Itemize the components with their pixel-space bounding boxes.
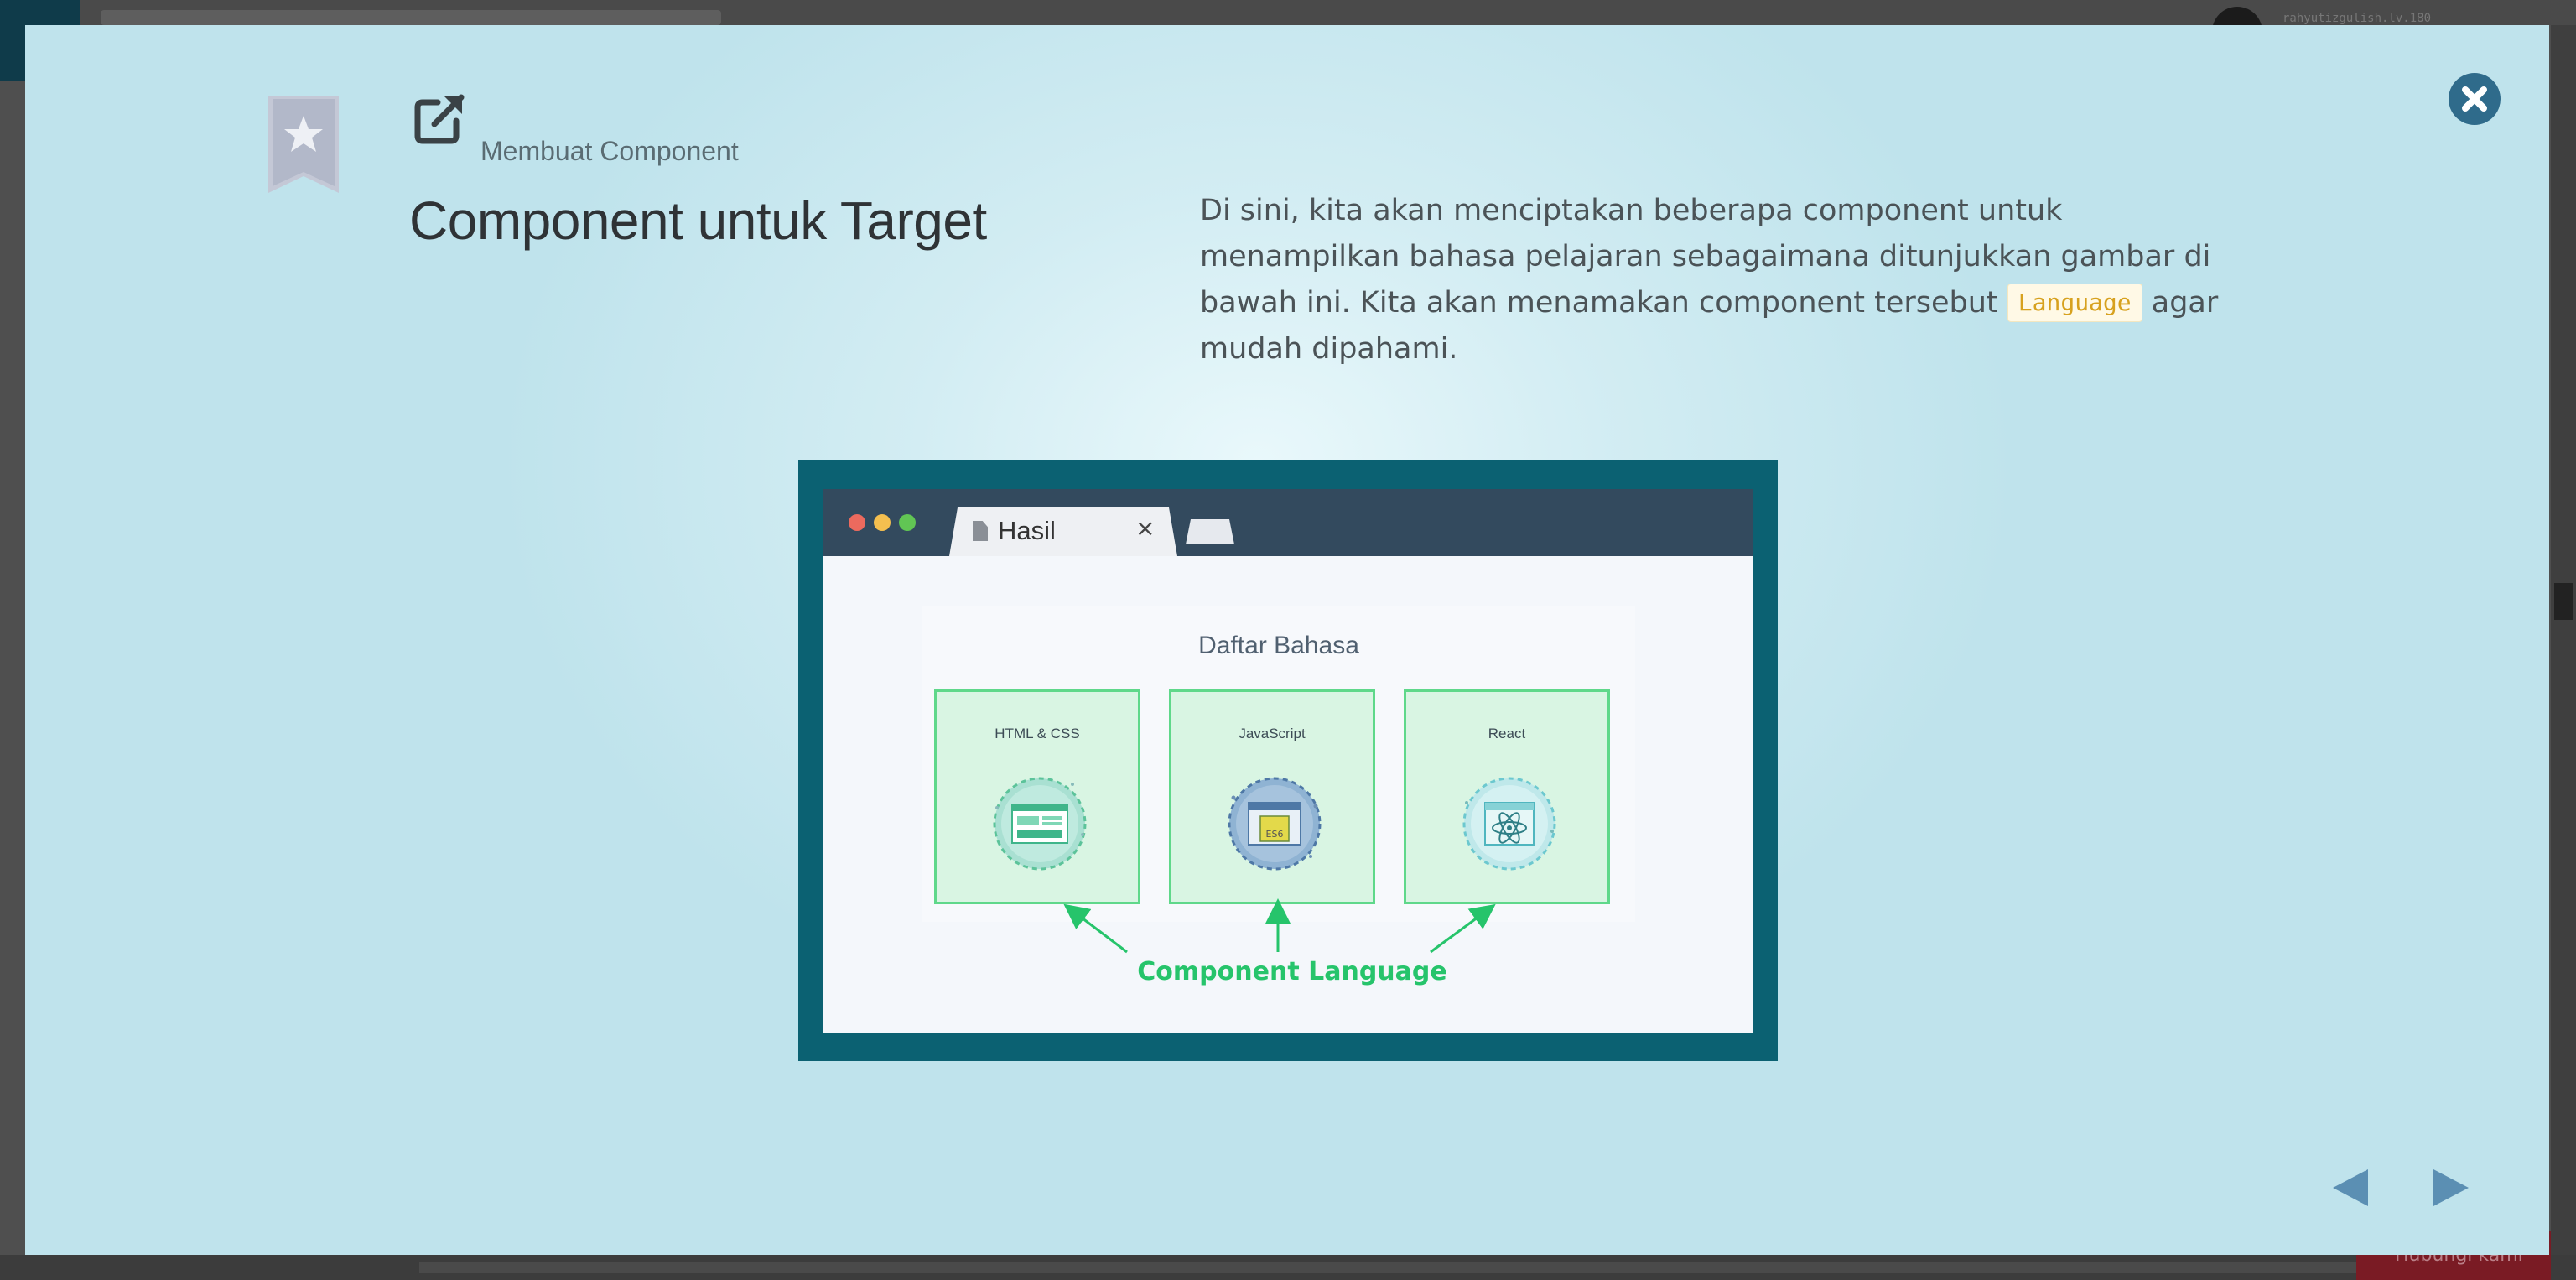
browser-toolbar: Hasil × bbox=[823, 489, 1753, 556]
external-link-icon bbox=[413, 92, 466, 146]
es6-badge: ES6 bbox=[1266, 829, 1284, 840]
background-username: rahyutizgulish.lv.180 bbox=[2283, 12, 2432, 25]
description-text-end: agar mudah dipahami. bbox=[1200, 286, 2219, 366]
html-css-icon bbox=[993, 777, 1087, 871]
code-snippet: Language bbox=[2007, 284, 2142, 322]
card-title: HTML & CSS bbox=[995, 726, 1080, 741]
background-horizontal-scrollbar bbox=[419, 1262, 2432, 1273]
language-card: React bbox=[1404, 689, 1610, 904]
tab-close-icon: × bbox=[1135, 514, 1156, 542]
tab-label: Hasil bbox=[998, 516, 1056, 545]
list-heading: Daftar Bahasa bbox=[1198, 632, 1359, 659]
background-bottom-bar bbox=[0, 1255, 2576, 1280]
card-title: JavaScript bbox=[1239, 726, 1306, 741]
previous-button[interactable] bbox=[2326, 1164, 2376, 1211]
browser-window: Hasil × Daftar Bahasa HTML & CSS bbox=[823, 489, 1753, 1033]
result-page: Daftar Bahasa HTML & CSS bbox=[922, 606, 1635, 922]
document-icon bbox=[973, 521, 988, 541]
breadcrumb: Membuat Component bbox=[480, 136, 739, 166]
bookmark-star-icon[interactable] bbox=[268, 96, 339, 193]
language-card: HTML & CSS bbox=[934, 689, 1140, 904]
react-icon bbox=[1462, 777, 1556, 871]
background-scrollbar-thumb bbox=[2554, 583, 2573, 620]
browser-tab: Hasil × bbox=[949, 507, 1177, 556]
window-close-dot bbox=[849, 514, 865, 531]
lesson-illustration: Hasil × Daftar Bahasa HTML & CSS bbox=[798, 460, 1778, 1061]
background-scrollbar bbox=[2551, 25, 2576, 1255]
background-search-bar bbox=[101, 10, 721, 25]
close-button[interactable] bbox=[2449, 73, 2501, 125]
javascript-icon: ES6 bbox=[1228, 777, 1322, 871]
language-card: JavaScript ES6 bbox=[1169, 689, 1375, 904]
card-title: React bbox=[1488, 726, 1526, 741]
close-icon bbox=[2462, 86, 2487, 112]
window-zoom-dot bbox=[899, 514, 916, 531]
page-title: Component untuk Target bbox=[409, 190, 987, 251]
lesson-modal: Membuat Component Component untuk Target… bbox=[25, 25, 2549, 1255]
component-label: Component Language bbox=[1137, 957, 1447, 986]
new-tab-icon bbox=[1186, 519, 1234, 544]
arrow-right-icon bbox=[2433, 1169, 2469, 1206]
window-minimize-dot bbox=[874, 514, 891, 531]
next-button[interactable] bbox=[2425, 1164, 2475, 1211]
lesson-description: Di sini, kita akan menciptakan beberapa … bbox=[1200, 188, 2257, 372]
arrow-left-icon bbox=[2333, 1169, 2368, 1206]
description-text: Di sini, kita akan menciptakan beberapa … bbox=[1200, 194, 2211, 320]
